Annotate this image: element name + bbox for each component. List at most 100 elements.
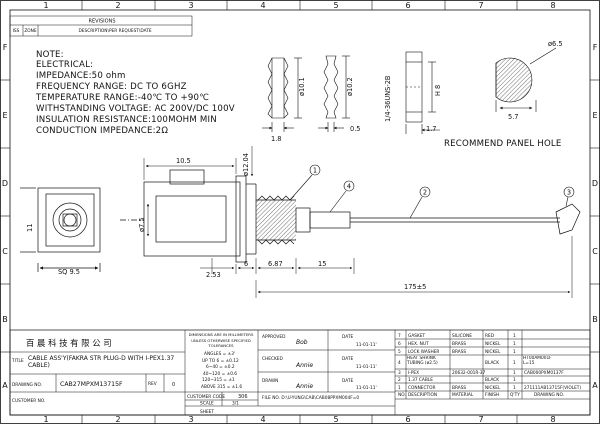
bom-row-qty: 1 <box>513 377 516 383</box>
rev-hdr-zone: ZONE <box>24 28 37 34</box>
bom-row-qty: 1 <box>513 370 516 376</box>
bom-desc-box: HEAT SHRINK TUBING (ø2.5) <box>407 356 438 367</box>
file-no: FILE NO. D:\U-YUNG\CAB\CAB08PPXM004F=0 <box>262 395 359 401</box>
customer-code-label: CUSTOMER CODE <box>187 394 225 400</box>
bom-row-qty: 1 <box>513 333 516 339</box>
col-6-bottom: 6 <box>405 415 410 424</box>
bom-hdr: DESCRIPTION <box>408 392 437 398</box>
rev-value: 0 <box>172 382 175 388</box>
note-line: FREQUENCY RANGE: DC TO 6GHZ <box>36 82 187 92</box>
bom-row-no: 5 <box>398 349 401 355</box>
date-label: DATE <box>342 334 353 340</box>
col-1-bottom: 1 <box>43 415 48 424</box>
balloon-3: 3 <box>567 189 571 197</box>
bom-row-desc: GASKET <box>408 333 426 339</box>
bom-row-finish: BLACK <box>485 377 499 383</box>
row-F: F <box>3 43 8 52</box>
revisions-title: REVISIONS <box>88 19 115 25</box>
drawn-sig: Annie <box>295 383 313 390</box>
bom-hdr: FINISH <box>485 392 499 398</box>
row-F-right: F <box>593 43 598 52</box>
bom-row-desc: HEAT SHRINK TUBING (ø2.5) <box>407 356 438 367</box>
date-label: DATE <box>342 356 353 362</box>
bom-row-mat: BRASS <box>452 341 466 347</box>
tolerance-list: ANGLES = ±3' UP TO 6 = ±0.12 6~40 = ±0.2… <box>201 351 242 390</box>
bom-row-no: 2 <box>398 377 401 383</box>
col-6: 6 <box>405 1 410 10</box>
title-block-lines <box>9 329 591 416</box>
bom-row-mat: BRASS <box>452 349 466 355</box>
rev-label: REV <box>148 381 157 387</box>
bom-row-desc: CONNECTOR <box>408 385 436 391</box>
bom-row-no: 3 <box>398 370 401 376</box>
dim-washer-dia: ø10.2 <box>346 77 354 96</box>
bom-row-desc: I-PEX <box>408 370 419 376</box>
dim-thread: 1/4-36UNS-2B <box>384 75 392 122</box>
drawn-label: DRAWN <box>262 378 278 384</box>
bom-row-qty: 1 <box>513 349 516 355</box>
approved-sig: Bob <box>296 339 308 346</box>
approved-label: APPROVED <box>262 334 286 340</box>
bom-row-mat: BRASS <box>452 385 466 391</box>
bom-row-no: 1 <box>398 385 401 391</box>
col-3-bottom: 3 <box>188 415 193 424</box>
col-7-bottom: 7 <box>478 415 483 424</box>
detail-gasket <box>262 57 302 132</box>
col-2: 2 <box>115 1 120 10</box>
dim-gasket-dia: ø10.1 <box>298 77 306 96</box>
col-5: 5 <box>333 1 338 10</box>
bom-row-mat: SILICONE <box>452 333 472 339</box>
tol-item: ABOVE 315 = ±1.6 <box>201 384 242 390</box>
note-heading: NOTE: <box>36 50 64 60</box>
bom-hdr: Q'TY <box>510 392 520 398</box>
bom-row-dwg: 271111AB13715F(VIOLET) <box>524 385 581 391</box>
bom-row-qty: 1 <box>513 385 516 391</box>
dim-6-87: 6.87 <box>268 260 283 268</box>
col-4-bottom: 4 <box>260 415 265 424</box>
dim-sq: SQ 9.5 <box>58 268 80 276</box>
bom-row-no: 7 <box>398 333 401 339</box>
bom-row-desc: HEX. NUT <box>408 341 429 347</box>
note-line: TEMPERATURE RANGE:-40℃ TO +90℃ <box>35 93 209 103</box>
row-D-right: D <box>592 179 598 188</box>
checked-label: CHECKED <box>262 356 283 362</box>
customer-no-label: CUSTOMER NO. <box>12 398 45 404</box>
col-2-bottom: 2 <box>115 415 120 424</box>
bom-dwg-box: HT00AM001F L=15 <box>523 356 552 366</box>
row-B: B <box>2 315 8 324</box>
detail-lock-washer <box>318 55 350 132</box>
dim-washer-len: 0.5 <box>350 125 361 133</box>
row-B-right: B <box>592 315 598 324</box>
row-D: D <box>2 179 8 188</box>
tol-label: TOLERANCES <box>207 343 234 348</box>
dim-hole-dia: ø6.5 <box>548 40 563 48</box>
tol-header: DIMENSIONS ARE IN MILLIMETERS <box>189 332 254 337</box>
drawing-no: CAB27MPXM13715F <box>60 381 123 388</box>
bom-row-no: 4 <box>398 360 401 366</box>
detail-hex-nut <box>405 51 440 134</box>
bom-row-desc: 1.37 CABLE <box>408 377 433 383</box>
panel-hole-label: RECOMMEND PANEL HOLE <box>444 139 562 149</box>
note-line: INSULATION RESISTANCE:100MOHM MIN <box>36 115 217 125</box>
col-4: 4 <box>260 1 265 10</box>
dim-7-5: ø7.5 <box>138 217 146 232</box>
bom-hdr: NO. <box>398 392 406 398</box>
tol-item: 40~120 = ±0.6 <box>203 371 237 377</box>
col-8-bottom: 8 <box>550 415 555 424</box>
bom-row-finish: NICKEL <box>485 385 501 391</box>
note-line: IMPEDANCE:50 ohm <box>36 71 126 81</box>
date-label: DATE <box>342 378 353 384</box>
panel-hole-view <box>495 47 557 112</box>
row-C: C <box>2 247 8 256</box>
note-line: CONDUCTION IMPEDANCE:2Ω <box>36 126 168 136</box>
balloon-4: 4 <box>347 183 351 191</box>
bom-row-mat: 20632-001R-37 <box>452 370 486 376</box>
bom-row-desc: LOCK WASHER <box>408 349 439 355</box>
bom-row-qty: 1 <box>513 341 516 347</box>
tol-item: UP TO 6 = ±0.12 <box>202 358 239 364</box>
title-label: TITLE <box>11 358 24 364</box>
rev-hdr-iss: ISS <box>13 28 20 34</box>
col-3: 3 <box>188 1 193 10</box>
